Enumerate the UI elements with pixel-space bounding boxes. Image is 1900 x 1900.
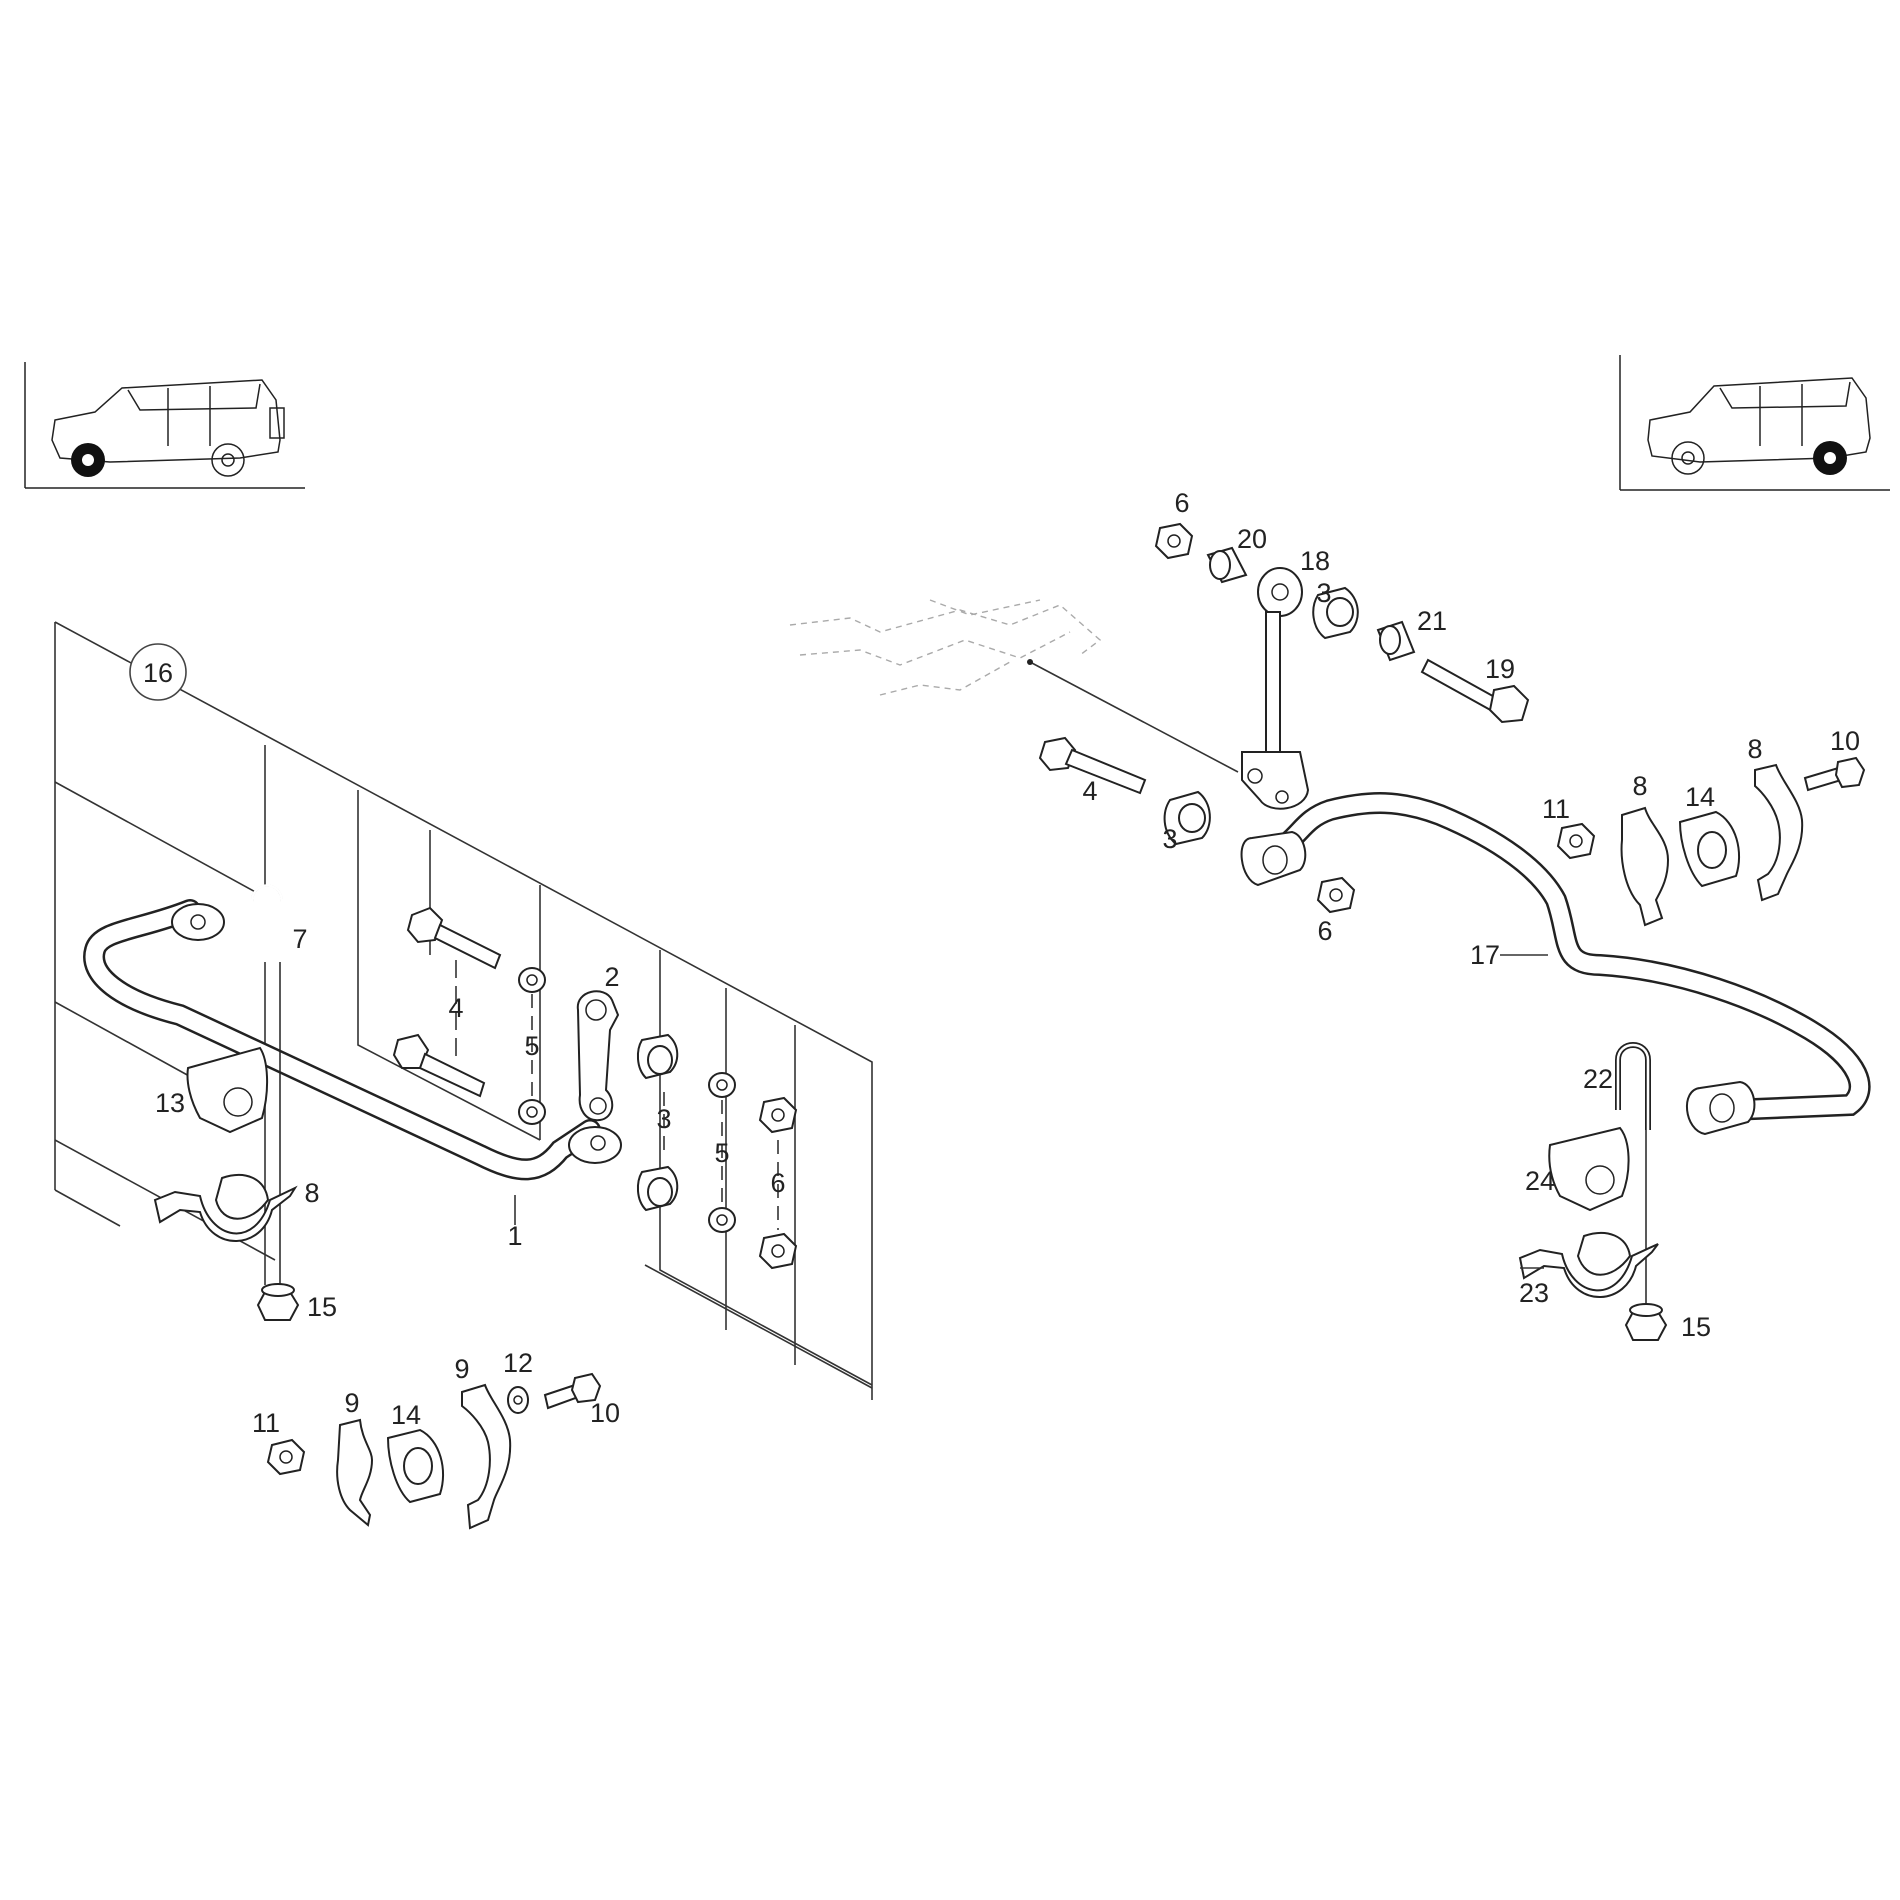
- bolt-10-rear: [1803, 756, 1866, 792]
- stabilizer-bar-front: [83, 899, 622, 1181]
- clamp-8-rear-left: [1620, 806, 1670, 927]
- suv-rear-wheel-highlighted-icon: [1619, 355, 1890, 491]
- u-bolt-22: [1615, 1042, 1651, 1310]
- bolt-4-upper: [406, 906, 502, 970]
- callout-19: 19: [1485, 654, 1515, 684]
- pendulum-link-18: [1241, 567, 1310, 810]
- callout-15: 15: [307, 1292, 337, 1322]
- callout-8: 8: [304, 1178, 319, 1208]
- nut-11-front: [266, 1438, 306, 1476]
- callout-11: 11: [252, 1408, 280, 1438]
- sleeve-20: [1206, 546, 1248, 584]
- washer-5-upper: [518, 967, 546, 993]
- nut-6-upper: [758, 1096, 798, 1134]
- vehicle-thumbnail-left: [24, 355, 1890, 491]
- washer-5-right-upper: [708, 1072, 736, 1098]
- callout-12: 12: [503, 1348, 533, 1378]
- clamp-8-rear-right: [1754, 763, 1804, 902]
- front-stabilizer-assembly: [54, 621, 873, 1530]
- nut-6-rear: [1316, 876, 1356, 914]
- callout-8: 8: [1632, 771, 1647, 801]
- clamp-9-right: [461, 1383, 512, 1530]
- callout-7: 7: [292, 924, 307, 954]
- callout-leaders: [514, 954, 1548, 1269]
- callout-3: 3: [656, 1104, 671, 1134]
- bolt-4-rear: [1038, 736, 1147, 795]
- callout-10: 10: [1830, 726, 1860, 756]
- bolt-10-front: [543, 1372, 602, 1410]
- callout-15: 15: [1681, 1312, 1711, 1342]
- callout-24: 24: [1525, 1166, 1555, 1196]
- callout-14: 14: [1685, 782, 1715, 812]
- callout-5: 5: [714, 1138, 729, 1168]
- bolt-19: [1420, 658, 1530, 724]
- bushing-14-rear: [1678, 810, 1741, 888]
- callout-18: 18: [1300, 546, 1330, 576]
- callout-1: 1: [507, 1221, 522, 1251]
- bushing-3-lower: [636, 1165, 679, 1212]
- bushing-3-top: [1312, 586, 1359, 640]
- nut-11-rear: [1556, 822, 1596, 860]
- callout-6: 6: [1174, 488, 1189, 518]
- bushing-3-upper: [636, 1033, 679, 1080]
- callout-5: 5: [524, 1031, 539, 1061]
- rubber-mount-13: [186, 1046, 269, 1134]
- washer-5-right-lower: [708, 1207, 736, 1233]
- callout-21: 21: [1417, 606, 1447, 636]
- clamp-9-left: [336, 1418, 374, 1527]
- washer-12: [507, 1386, 529, 1414]
- callout-4: 4: [448, 993, 463, 1023]
- callout-9: 9: [454, 1354, 469, 1384]
- u-bolt-7: [250, 884, 284, 1300]
- callout-6: 6: [1317, 916, 1332, 946]
- rear-stabilizer-assembly: [789, 522, 1871, 1341]
- nut-6-top: [1154, 522, 1194, 560]
- callout-16: 16: [143, 658, 173, 688]
- clamp-bracket-23: [1518, 1231, 1659, 1298]
- sleeve-21: [1376, 620, 1416, 662]
- callout-2: 2: [604, 962, 619, 992]
- callout-4: 4: [1082, 776, 1097, 806]
- nut-15-rear: [1624, 1303, 1668, 1341]
- bolt-4-lower: [392, 1033, 486, 1098]
- nut-6-lower: [758, 1232, 798, 1270]
- rubber-mount-24: [1548, 1126, 1630, 1212]
- callout-3: 3: [1316, 578, 1331, 608]
- clamp-bracket-8-front: [153, 1174, 298, 1242]
- suv-front-wheel-highlighted-icon: [51, 379, 285, 477]
- callout-circle-16: [129, 643, 187, 701]
- bushing-14-front: [386, 1428, 445, 1504]
- callout-11: 11: [1542, 794, 1570, 824]
- callout-22: 22: [1583, 1064, 1613, 1094]
- callout-9: 9: [344, 1388, 359, 1418]
- callout-10: 10: [590, 1398, 620, 1428]
- callout-23: 23: [1519, 1278, 1549, 1308]
- callout-3: 3: [1162, 824, 1177, 854]
- washer-5-lower: [518, 1099, 546, 1125]
- callout-6: 6: [770, 1168, 785, 1198]
- coupling-link-2: [576, 990, 620, 1122]
- bushing-3-rear: [1163, 790, 1211, 846]
- callout-13: 13: [155, 1088, 185, 1118]
- callout-20: 20: [1237, 524, 1267, 554]
- callout-14: 14: [391, 1400, 421, 1430]
- stabilizer-bar-rear: [1240, 792, 1871, 1136]
- callout-8: 8: [1747, 734, 1762, 764]
- callout-17: 17: [1470, 940, 1500, 970]
- nut-15-front: [256, 1283, 300, 1321]
